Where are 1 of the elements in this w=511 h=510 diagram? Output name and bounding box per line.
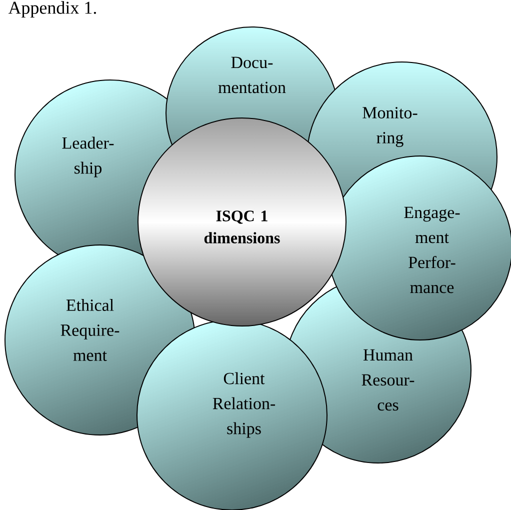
heading: Appendix 1. [8,1,96,18]
